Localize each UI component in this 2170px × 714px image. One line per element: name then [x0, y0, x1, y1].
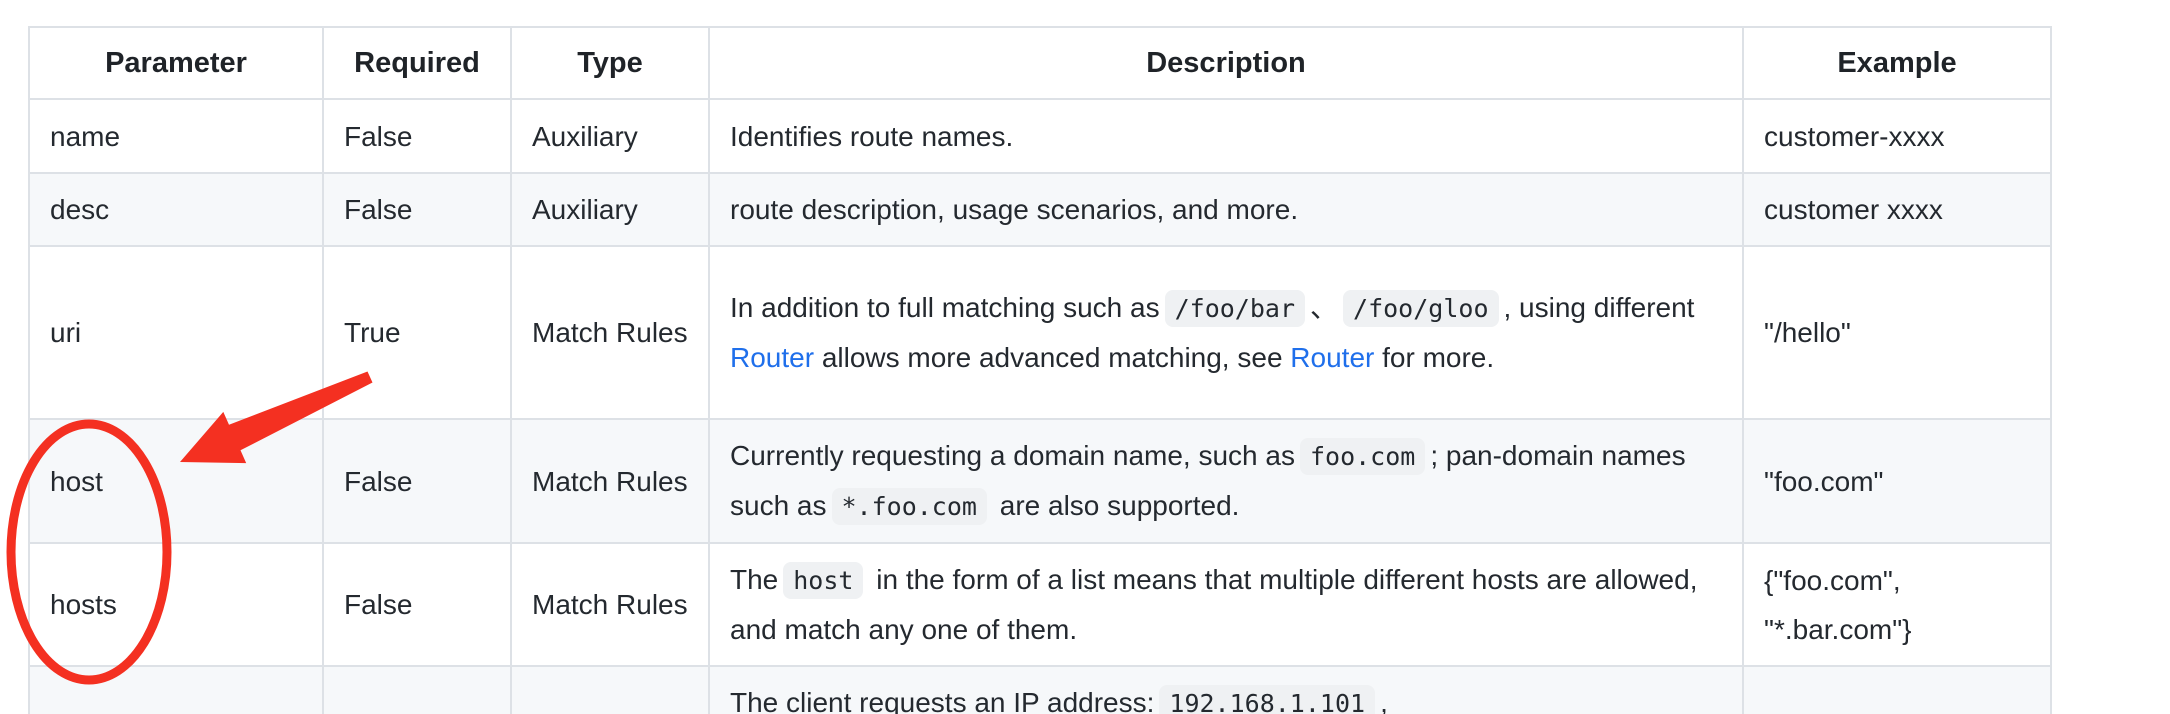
- inline-code: /foo/gloo: [1343, 290, 1499, 327]
- parameter-cell: hosts: [28, 542, 324, 667]
- inline-code: foo.com: [1299, 438, 1426, 475]
- type-cell: Auxiliary: [510, 172, 710, 247]
- example-cell: [1742, 665, 2052, 714]
- description-text: for more.: [1374, 342, 1495, 373]
- type-cell: Match Rules: [510, 542, 710, 667]
- column-header-type: Type: [510, 26, 710, 100]
- example-cell: {"foo.com", "*.bar.com"}: [1742, 542, 2052, 667]
- required-cell: False: [322, 542, 512, 667]
- required-cell: False: [322, 418, 512, 544]
- parameter-cell: host: [28, 418, 324, 544]
- type-cell: Match Rules: [510, 418, 710, 544]
- parameter-cell: uri: [28, 245, 324, 420]
- description-cell: Identifies route names.: [708, 98, 1744, 174]
- description-text: are also supported.: [991, 490, 1240, 521]
- description-text: 、: [1310, 292, 1339, 323]
- column-header-description: Description: [708, 26, 1744, 100]
- example-cell: "/hello": [1742, 245, 2052, 420]
- column-header-parameter: Parameter: [28, 26, 324, 100]
- description-cell: In addition to full matching such as/foo…: [708, 245, 1744, 420]
- description-text: , using different: [1503, 292, 1695, 323]
- description-text: allows more advanced matching, see: [814, 342, 1291, 373]
- required-cell: True: [322, 245, 512, 420]
- parameter-cell: name: [28, 98, 324, 174]
- description-text: In addition to full matching such as: [730, 292, 1160, 323]
- table-row: The client requests an IP address:192.16…: [28, 665, 2052, 714]
- column-header-required: Required: [322, 26, 512, 100]
- type-cell: Match Rules: [510, 245, 710, 420]
- required-cell: False: [322, 172, 512, 247]
- router-link[interactable]: Router: [1290, 342, 1375, 373]
- description-text: in the form of a list means that multipl…: [730, 564, 1698, 645]
- description-cell: The client requests an IP address:192.16…: [708, 665, 1744, 714]
- description-text: Currently requesting a domain name, such…: [730, 440, 1295, 471]
- inline-code: *.foo.com: [831, 488, 987, 525]
- inline-code: 192.168.1.101: [1159, 685, 1376, 714]
- description-cell: Currently requesting a domain name, such…: [708, 418, 1744, 544]
- example-cell: customer-xxxx: [1742, 98, 2052, 174]
- description-text: The: [730, 564, 779, 595]
- example-cell: "foo.com": [1742, 418, 2052, 544]
- description-text: ,: [1380, 687, 1388, 714]
- type-cell: [510, 665, 710, 714]
- inline-code: /foo/bar: [1164, 290, 1306, 327]
- description-text: Identifies route names.: [730, 120, 1014, 152]
- required-cell: [322, 665, 512, 714]
- router-link[interactable]: Router: [730, 342, 815, 373]
- description-text: The client requests an IP address:: [730, 687, 1155, 714]
- type-cell: Auxiliary: [510, 98, 710, 174]
- column-header-example: Example: [1742, 26, 2052, 100]
- required-cell: False: [322, 98, 512, 174]
- parameter-cell: [28, 665, 324, 714]
- parameter-cell: desc: [28, 172, 324, 247]
- description-text: ; pan-domain names such as: [730, 440, 1686, 521]
- inline-code: host: [783, 562, 864, 599]
- description-text: route description, usage scenarios, and …: [730, 194, 1299, 225]
- description-cell: route description, usage scenarios, and …: [708, 172, 1744, 247]
- example-cell: customer xxxx: [1742, 172, 2052, 247]
